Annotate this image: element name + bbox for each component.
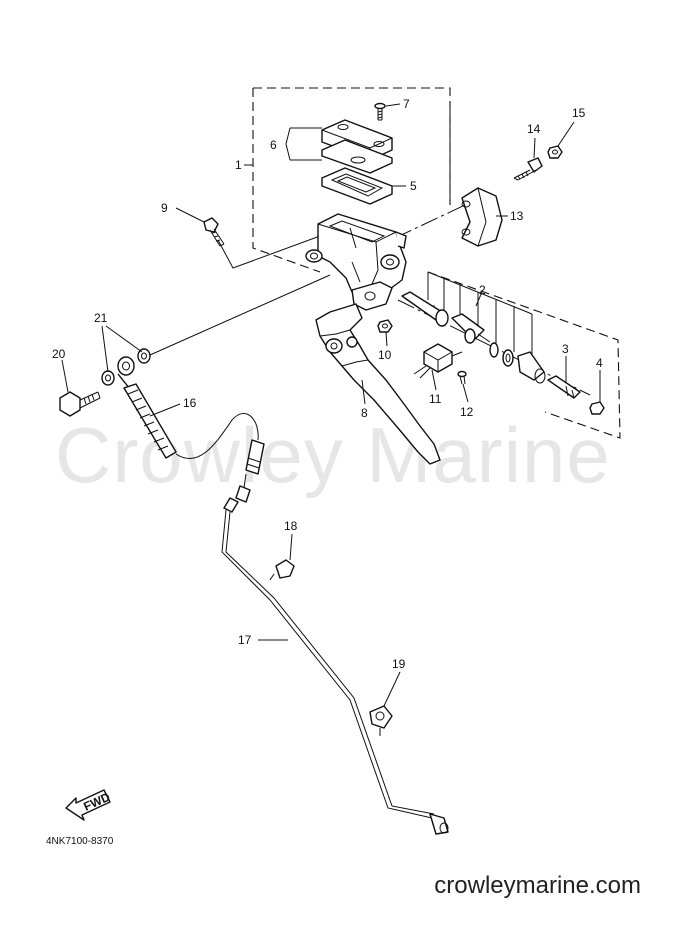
piston-kit[interactable]: [401, 271, 546, 384]
centerline-mirror-bolt: [394, 204, 466, 239]
callout-16: 16: [183, 396, 197, 410]
callout-20: 20: [52, 347, 66, 361]
callout-17: 17: [238, 633, 252, 647]
callout-11: 11: [429, 392, 442, 406]
handlebar-holder[interactable]: [461, 187, 503, 247]
cap-screw[interactable]: [374, 102, 386, 121]
callout-9: 9: [161, 201, 168, 215]
callout-3: 3: [562, 342, 569, 356]
callout-18: 18: [284, 519, 298, 533]
diagram-code: 4NK7100-8370: [46, 836, 114, 847]
diaphragm-plate[interactable]: [321, 139, 393, 174]
holder-nut[interactable]: [547, 145, 563, 159]
switch-screw[interactable]: [457, 370, 467, 385]
callout-4: 4: [596, 356, 603, 370]
holder-bolt[interactable]: [513, 157, 543, 181]
callout-7: 7: [403, 97, 410, 111]
clutch-pipe[interactable]: [221, 497, 449, 835]
callout-12: 12: [460, 405, 474, 419]
clutch-switch[interactable]: [413, 343, 463, 379]
pipe-clamp-lower[interactable]: [369, 705, 393, 736]
leader-lines: [61, 103, 601, 707]
banjo-gasket-lower[interactable]: [101, 370, 115, 386]
push-rod-nut[interactable]: [589, 401, 605, 415]
callout-5: 5: [410, 179, 417, 193]
callout-8: 8: [361, 406, 368, 420]
push-rod[interactable]: [547, 375, 581, 399]
union-bolt[interactable]: [59, 391, 101, 417]
fwd-arrow-icon: FWD: [65, 789, 112, 821]
callout-1: 1: [235, 158, 242, 172]
site-url[interactable]: crowleymarine.com: [434, 872, 641, 899]
lever-nut[interactable]: [377, 319, 393, 333]
callout-6: 6: [270, 138, 277, 152]
banjo-gasket-upper[interactable]: [137, 348, 151, 364]
assembly-2-boundary: [427, 271, 621, 439]
fwd-label: FWD: [81, 790, 112, 814]
diaphragm-gasket[interactable]: [321, 167, 393, 205]
callout-21: 21: [94, 311, 108, 325]
callout-13: 13: [510, 209, 524, 223]
callout-19: 19: [392, 657, 406, 671]
pipe-clamp-upper[interactable]: [269, 559, 295, 581]
clutch-hose[interactable]: [117, 356, 265, 503]
callout-2: 2: [479, 283, 486, 297]
centerline-banjo: [149, 274, 331, 356]
master-cylinder-body[interactable]: [305, 213, 407, 299]
centerline-bolt-9: [217, 235, 321, 269]
callout-14: 14: [527, 122, 541, 136]
clutch-lever[interactable]: [315, 303, 441, 465]
pivot-bolt[interactable]: [203, 217, 225, 247]
callout-15: 15: [572, 106, 586, 120]
callout-10: 10: [378, 348, 392, 362]
